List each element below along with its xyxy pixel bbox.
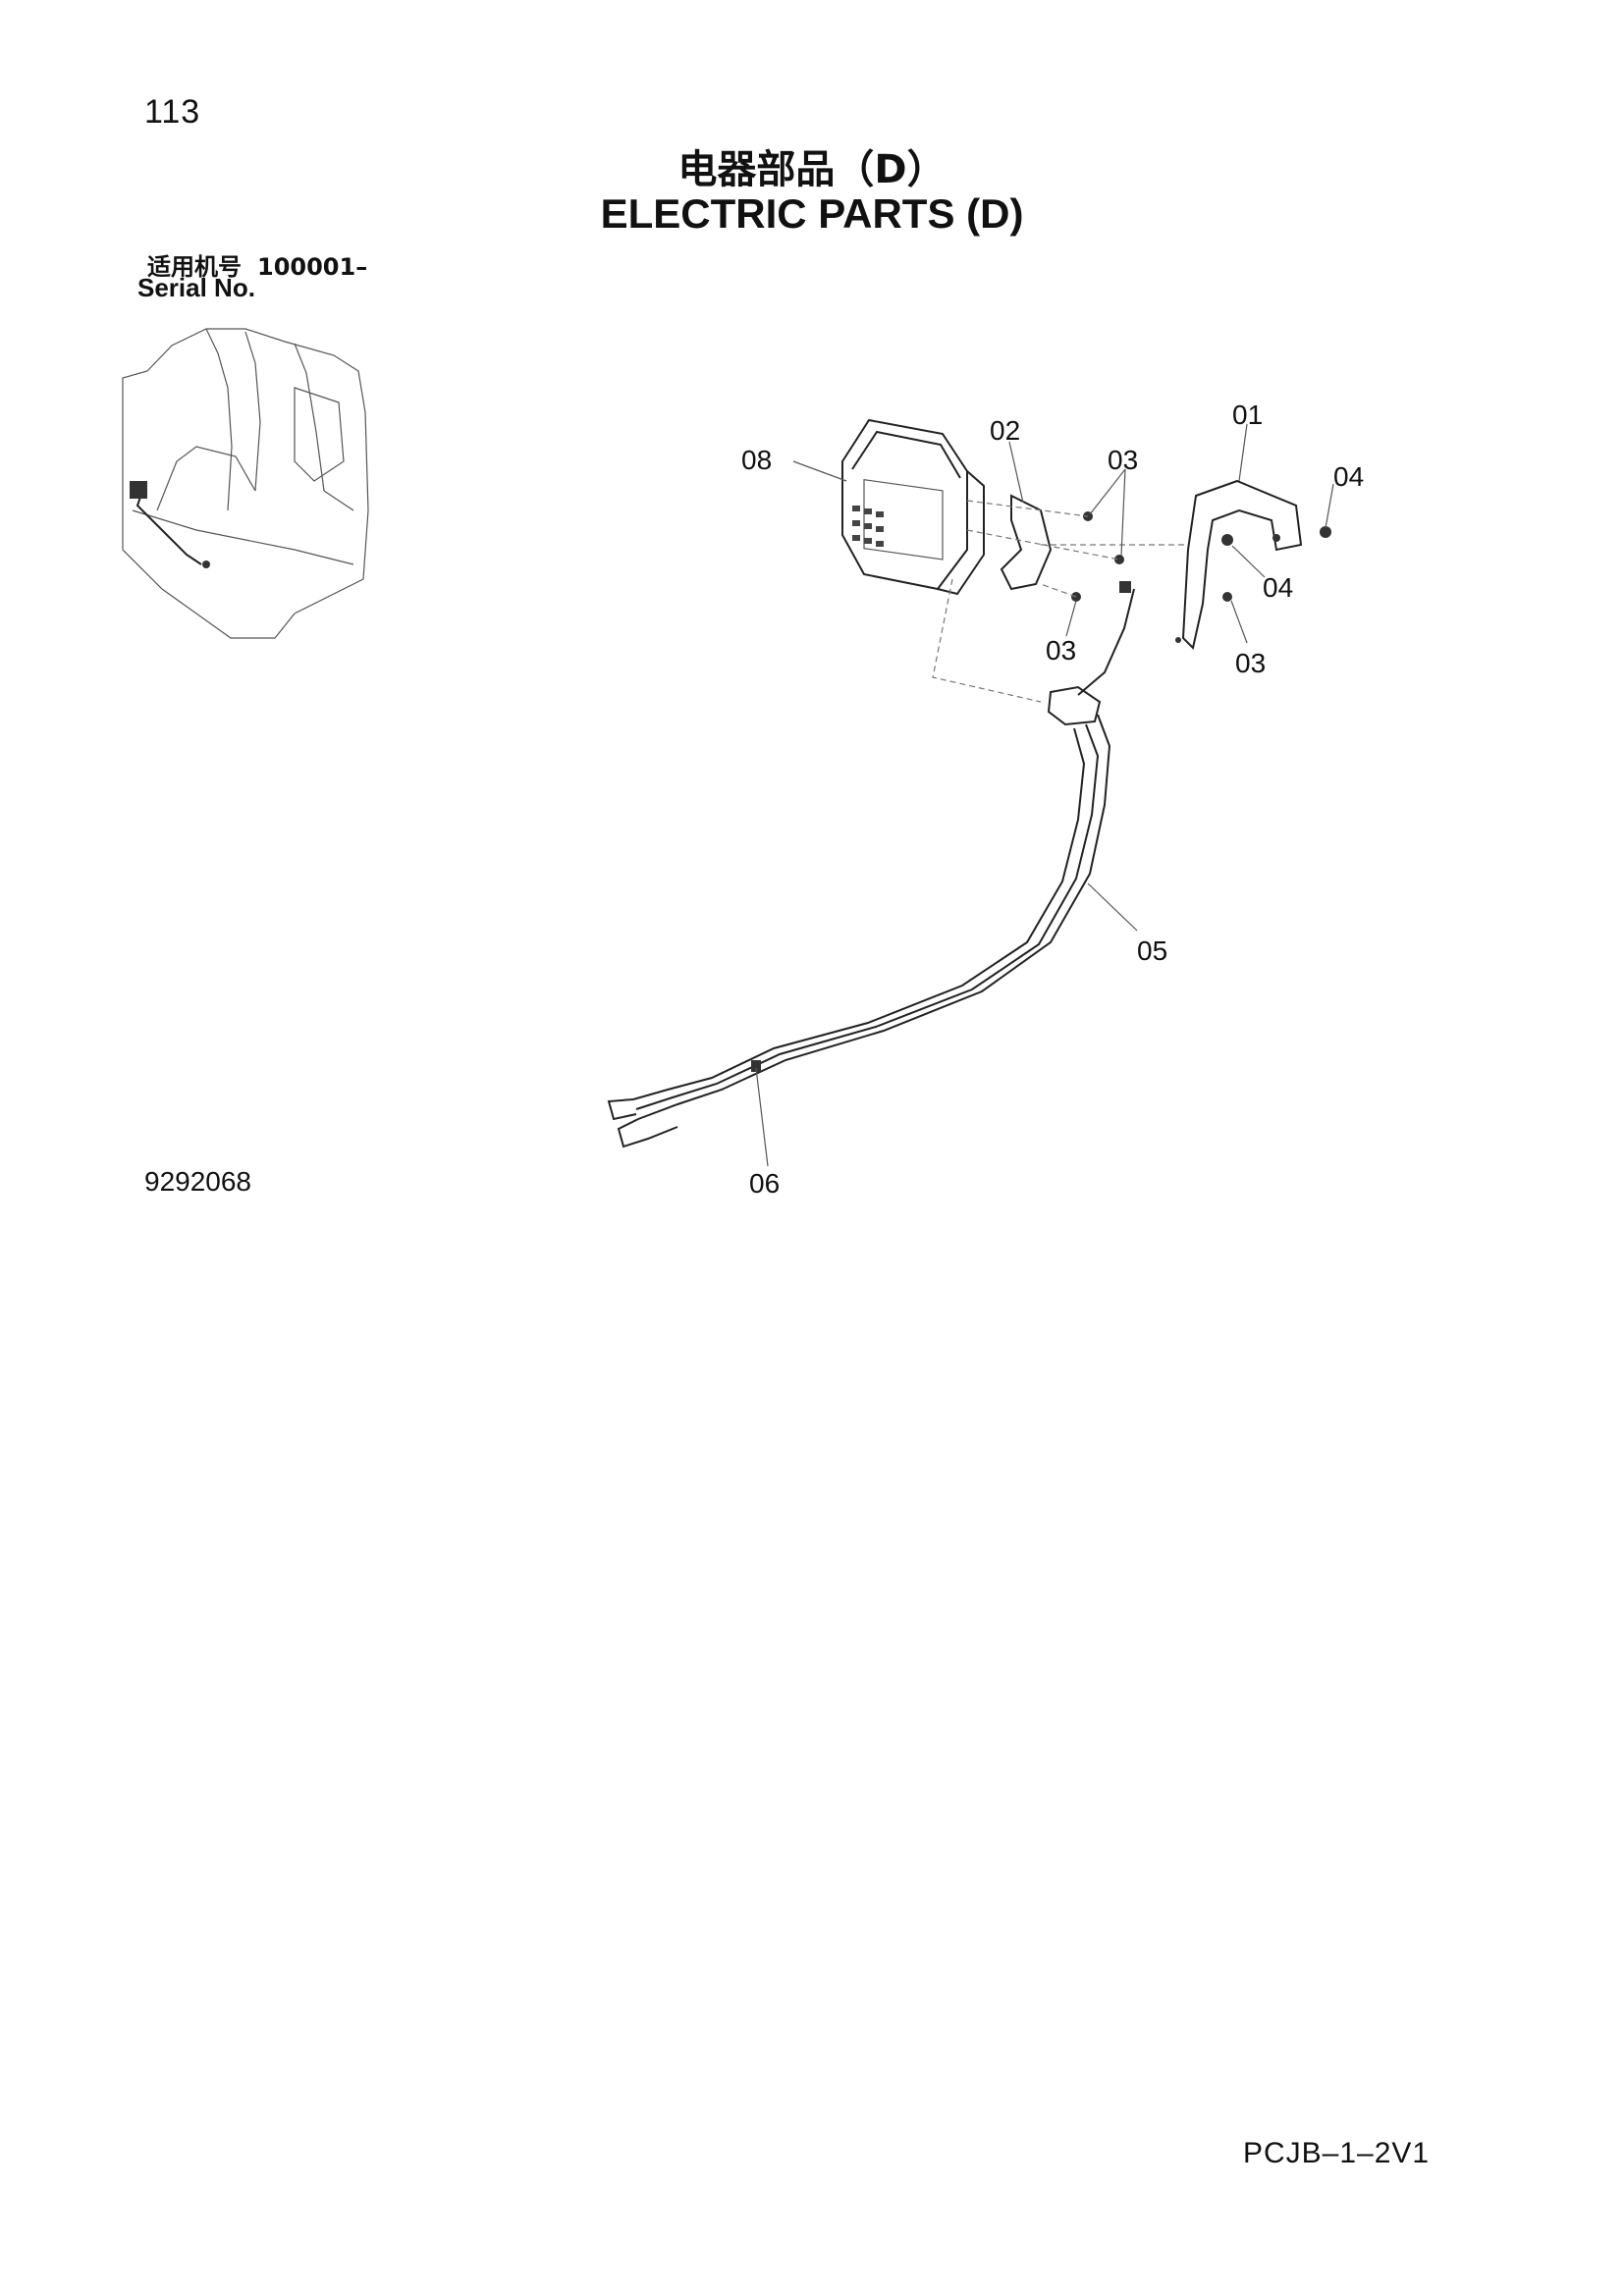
- callout-label: 05: [1137, 935, 1167, 966]
- bracket-01-illustration: [1175, 479, 1303, 650]
- drawing-code: 9292068: [144, 1166, 252, 1197]
- callout-label: 03: [1235, 648, 1266, 678]
- callout-label: 04: [1263, 572, 1293, 603]
- callout-label: 01: [1232, 400, 1263, 430]
- callout-label: 08: [741, 445, 772, 475]
- bracket-02-illustration: [1000, 494, 1053, 591]
- monitor-unit-illustration: [841, 418, 985, 596]
- parts-diagram: 08 02 03 01 04 04 03 03 05 06: [122, 328, 1364, 1199]
- page-number: 113: [144, 93, 201, 131]
- callout-label: 06: [749, 1168, 780, 1199]
- callout-label: 03: [1046, 635, 1076, 666]
- serial-label-english: Serial No.: [137, 273, 255, 302]
- serial-label-chinese: 适用机号: [147, 253, 242, 281]
- connector-icon: [130, 481, 147, 499]
- wire-harness-illustration: [607, 581, 1135, 1148]
- page-title-english: ELECTRIC PARTS (D): [600, 190, 1024, 237]
- document-code: PCJB–1–2V1: [1243, 2137, 1431, 2169]
- locator-thumbnail: [122, 328, 369, 639]
- assembly-lines: [932, 500, 1188, 703]
- callout-label: 04: [1333, 461, 1364, 492]
- callout-label: 03: [1108, 445, 1138, 475]
- page-title-chinese: 电器部品（D）: [677, 147, 947, 192]
- serial-row: 适用机号 100001–: [147, 247, 367, 282]
- callout-label: 02: [990, 415, 1020, 446]
- callout-leaders: [755, 423, 1334, 1167]
- serial-value: 100001–: [257, 253, 368, 281]
